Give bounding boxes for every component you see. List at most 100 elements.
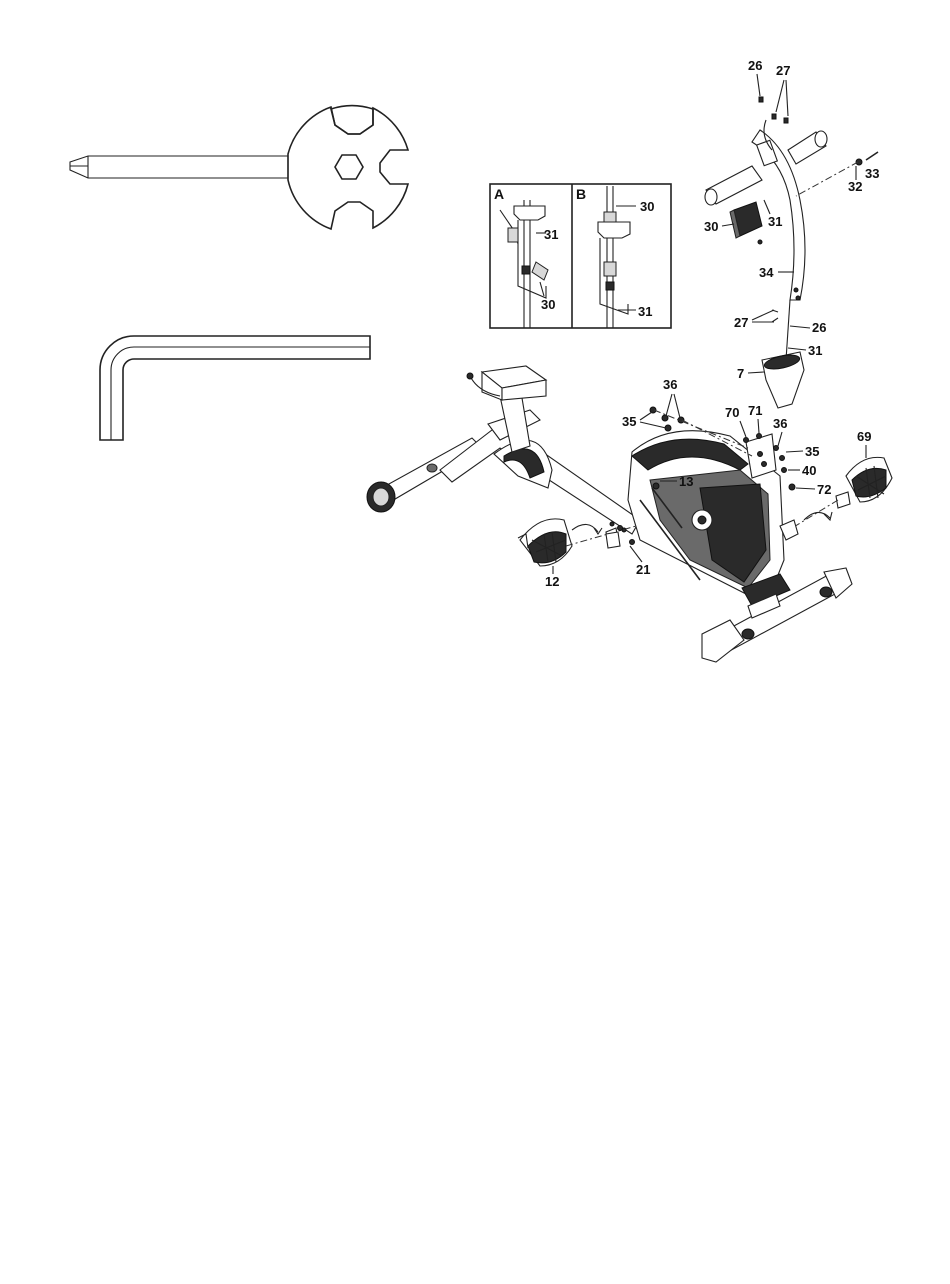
screw-27-top-b	[772, 114, 776, 119]
label-69: 69	[857, 429, 871, 444]
spanner-wrench-tool	[70, 106, 408, 229]
screws-27-mid	[772, 310, 778, 322]
leader-72	[796, 488, 815, 489]
label-32: 32	[848, 179, 862, 194]
leader-35-left-a	[640, 412, 652, 420]
allen-key-edge	[111, 347, 370, 440]
leader-26-top	[757, 74, 760, 96]
screw-27-top-a	[784, 118, 788, 123]
label-35-right: 35	[805, 444, 819, 459]
bolt-21	[618, 526, 623, 531]
leader-36-left-a	[666, 394, 672, 416]
inset-panel-a: A 31 30	[494, 186, 558, 328]
left-grip-end	[705, 189, 717, 205]
rear-stabilizer	[367, 438, 482, 512]
mount-hole-2	[762, 462, 767, 467]
post-cover	[762, 352, 804, 408]
label-31-console: 31	[768, 214, 782, 229]
leader-27-top-b	[786, 80, 788, 116]
screw-26-top	[759, 97, 763, 102]
label-26-mid: 26	[812, 320, 826, 335]
panel-a-leader-30	[540, 282, 544, 296]
leader-31-console	[764, 200, 770, 214]
inset-panels: A 31 30 B 30 31	[490, 184, 671, 328]
front-wheel-right	[820, 587, 832, 597]
panel-a-letter: A	[494, 186, 504, 202]
panel-a-label-30: 30	[541, 297, 555, 312]
seat-cable-end	[467, 373, 473, 379]
rear-leveler	[427, 464, 437, 472]
leader-70	[740, 421, 746, 437]
leader-36-right	[778, 432, 782, 446]
panel-b-clamp-top	[598, 222, 630, 238]
leader-26-mid	[790, 326, 810, 328]
label-70: 70	[725, 405, 739, 420]
post-bolt-hole-1	[794, 288, 798, 292]
leader-21	[630, 546, 642, 562]
label-26-top: 26	[748, 58, 762, 73]
leader-35-left-b	[640, 422, 666, 428]
leader-27-top-a	[776, 80, 784, 112]
washer-36-b	[662, 415, 668, 421]
panel-b-connector	[604, 262, 616, 276]
cable-end-13	[653, 483, 659, 489]
label-12: 12	[545, 574, 559, 589]
allen-key-outline	[100, 336, 370, 440]
label-21: 21	[636, 562, 650, 577]
leader-35-right	[786, 451, 803, 452]
leader-27-mid-a	[752, 310, 774, 320]
label-31-mid: 31	[808, 343, 822, 358]
washer-40	[782, 468, 787, 473]
panel-a-label-31: 31	[544, 227, 558, 242]
left-crank-bolt	[610, 522, 614, 526]
handlebar-post-lower	[786, 300, 790, 360]
console	[730, 202, 762, 244]
left-pedal-arrow-head	[594, 528, 602, 534]
label-27-mid: 27	[734, 315, 748, 330]
panel-a-clamp-top	[514, 206, 545, 220]
console-screw	[758, 240, 762, 244]
washer-36-right	[774, 446, 779, 451]
wrench-handle	[70, 156, 288, 178]
wrench-hex-hole	[335, 155, 363, 179]
washer-32	[856, 159, 862, 165]
label-34: 34	[759, 265, 774, 280]
bolt-21-b	[630, 540, 635, 545]
bolt-33	[866, 152, 878, 160]
rear-end-cap-face	[373, 488, 389, 506]
allen-key-tool	[100, 336, 370, 440]
crank-cap	[606, 532, 620, 548]
label-36-left: 36	[663, 377, 677, 392]
bolt-35-right	[780, 456, 785, 461]
label-40: 40	[802, 463, 816, 478]
bolt-71	[757, 434, 762, 439]
bolt-70	[744, 438, 749, 443]
panel-a-connector	[532, 262, 548, 280]
label-30: 30	[704, 219, 718, 234]
leader-36-left-b	[674, 394, 680, 418]
leader-31-mid	[788, 348, 806, 350]
label-36-right: 36	[773, 416, 787, 431]
post-bolt-hole-2	[796, 296, 800, 300]
crank-hub-center	[698, 516, 706, 524]
panel-b-letter: B	[576, 186, 586, 202]
exercise-bike	[367, 97, 892, 662]
leader-30	[722, 224, 734, 226]
panel-b-screw	[606, 282, 614, 290]
front-wheel-left	[742, 629, 754, 639]
label-71: 71	[748, 403, 762, 418]
inset-panel-b: B 30 31	[576, 186, 654, 328]
leader-71	[758, 419, 759, 433]
label-7: 7	[737, 366, 744, 381]
label-33: 33	[865, 166, 879, 181]
panel-a-screw	[522, 266, 530, 274]
right-pedal-spindle	[836, 492, 850, 508]
panel-b-label-30: 30	[640, 199, 654, 214]
label-72: 72	[817, 482, 831, 497]
panel-b-label-31: 31	[638, 304, 652, 319]
wrench-head-outline	[288, 107, 408, 229]
nut-72	[789, 484, 795, 490]
right-grip-end	[815, 131, 827, 147]
panel-a-plug	[508, 228, 518, 242]
